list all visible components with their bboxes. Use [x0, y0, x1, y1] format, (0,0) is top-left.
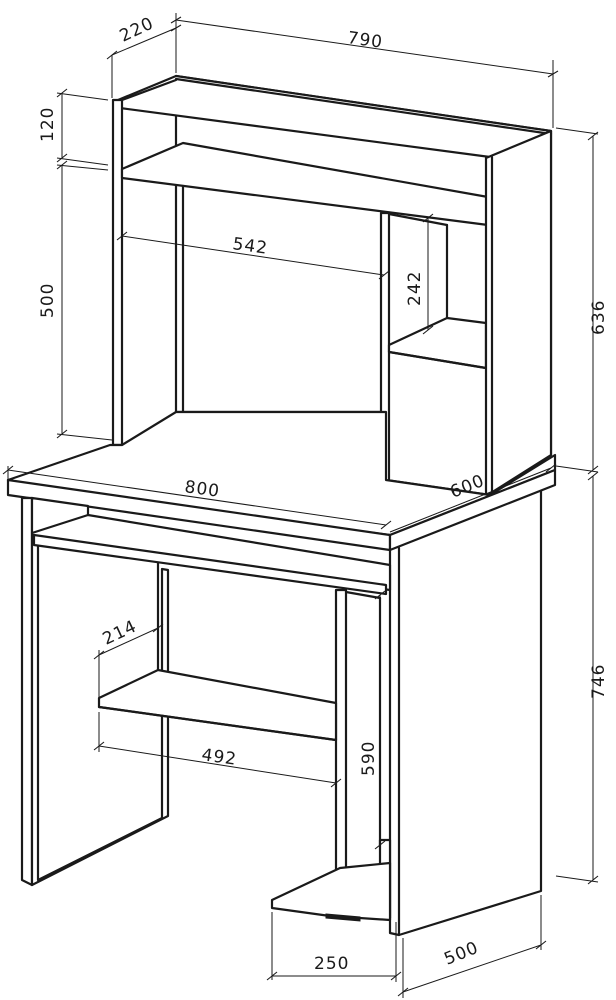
label-lower-shelf-width: 492 — [200, 745, 238, 770]
hutch-left-side — [111, 98, 124, 447]
label-foot-depth: 500 — [441, 938, 481, 970]
dimension-lines — [2, 13, 599, 998]
label-hutch-width: 790 — [346, 28, 384, 53]
desk — [6, 410, 557, 937]
label-desk-width: 800 — [183, 477, 221, 502]
desk-left-leg — [20, 496, 34, 887]
label-hutch-opening-width: 542 — [231, 234, 269, 259]
hutch — [111, 74, 553, 498]
label-top-panel-height: 120 — [38, 107, 58, 142]
lower-shelf — [97, 668, 338, 742]
label-hutch-depth: 220 — [117, 13, 158, 46]
plinth-foot — [325, 913, 361, 922]
label-hutch-opening-height: 500 — [38, 283, 58, 318]
desk-right-side — [388, 486, 543, 937]
keyboard-tray-front — [32, 533, 388, 596]
label-desk-height: 746 — [589, 664, 609, 699]
desktop-right-edge — [388, 468, 557, 552]
label-side-support-height: 590 — [359, 741, 379, 776]
label-hutch-shelf-gap: 242 — [405, 271, 425, 306]
hutch-right-side — [484, 129, 553, 498]
label-hutch-total-height: 636 — [589, 300, 609, 335]
center-support — [334, 588, 348, 874]
foot-plinth — [270, 861, 392, 922]
label-lower-shelf-depth: 214 — [100, 616, 141, 649]
label-foot-width: 250 — [314, 954, 349, 974]
